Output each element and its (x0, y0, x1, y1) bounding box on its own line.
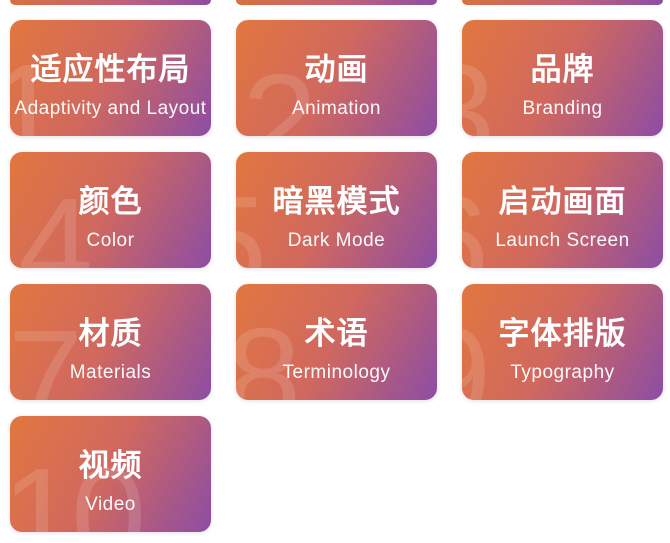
card-terminology[interactable]: 8 术语 Terminology (236, 284, 437, 400)
card-number-watermark: 7 (10, 302, 83, 400)
card-color[interactable]: 4 颜色 Color (10, 152, 211, 268)
card-title: 启动画面 (498, 184, 627, 219)
cropped-card-edge (10, 0, 211, 5)
card-title: 术语 (304, 316, 369, 351)
card-video[interactable]: 10 视频 Video (10, 416, 211, 532)
card-adaptivity-layout[interactable]: 1 适应性布局 Adaptivity and Layout (10, 20, 211, 136)
card-title: 视频 (78, 448, 143, 483)
card-title: 适应性布局 (30, 52, 191, 87)
card-grid: 1 适应性布局 Adaptivity and Layout 2 动画 Anima… (10, 20, 663, 532)
card-subtitle: Color (86, 230, 135, 251)
card-launch-screen[interactable]: 6 启动画面 Launch Screen (462, 152, 663, 268)
card-subtitle: Adaptivity and Layout (14, 98, 207, 119)
card-subtitle: Materials (69, 362, 152, 383)
cropped-card-edge (462, 0, 663, 5)
card-subtitle: Branding (522, 98, 603, 119)
card-title: 字体排版 (498, 316, 627, 351)
card-title: 颜色 (78, 184, 143, 219)
card-animation[interactable]: 2 动画 Animation (236, 20, 437, 136)
card-dark-mode[interactable]: 5 暗黑模式 Dark Mode (236, 152, 437, 268)
card-title: 动画 (304, 52, 369, 87)
card-number-watermark: 5 (236, 176, 267, 268)
card-typography[interactable]: 9 字体排版 Typography (462, 284, 663, 400)
card-title: 品牌 (530, 52, 595, 87)
card-materials[interactable]: 7 材质 Materials (10, 284, 211, 400)
card-number-watermark: 2 (242, 46, 317, 136)
card-number-watermark: 6 (462, 176, 489, 268)
card-number-watermark: 8 (236, 300, 301, 400)
card-subtitle: Dark Mode (287, 230, 386, 251)
card-subtitle: Terminology (282, 362, 391, 383)
card-subtitle: Typography (510, 362, 615, 383)
card-title: 材质 (78, 316, 143, 351)
card-title: 暗黑模式 (272, 184, 401, 219)
card-number-watermark: 9 (462, 308, 491, 400)
card-subtitle: Video (85, 494, 136, 515)
card-number-watermark: 3 (462, 44, 495, 136)
card-subtitle: Launch Screen (495, 230, 630, 251)
card-subtitle: Animation (292, 98, 381, 119)
cropped-card-edge (236, 0, 437, 5)
card-branding[interactable]: 3 品牌 Branding (462, 20, 663, 136)
card-number-watermark: 4 (18, 170, 93, 268)
